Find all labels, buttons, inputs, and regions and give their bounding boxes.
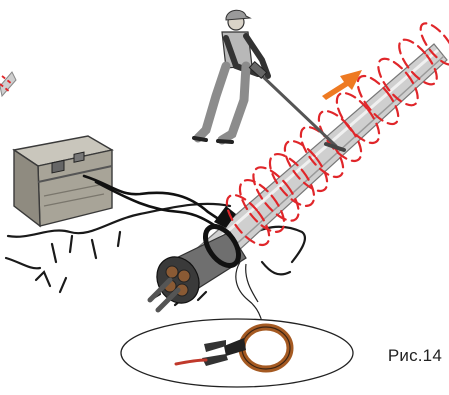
distant-pipe — [0, 72, 16, 96]
figure-caption: Рис.14 — [388, 346, 442, 366]
callout-line — [236, 262, 262, 322]
clamp-inset — [121, 319, 353, 387]
cable-cut-end — [149, 232, 246, 311]
direction-arrow-icon — [322, 70, 362, 100]
